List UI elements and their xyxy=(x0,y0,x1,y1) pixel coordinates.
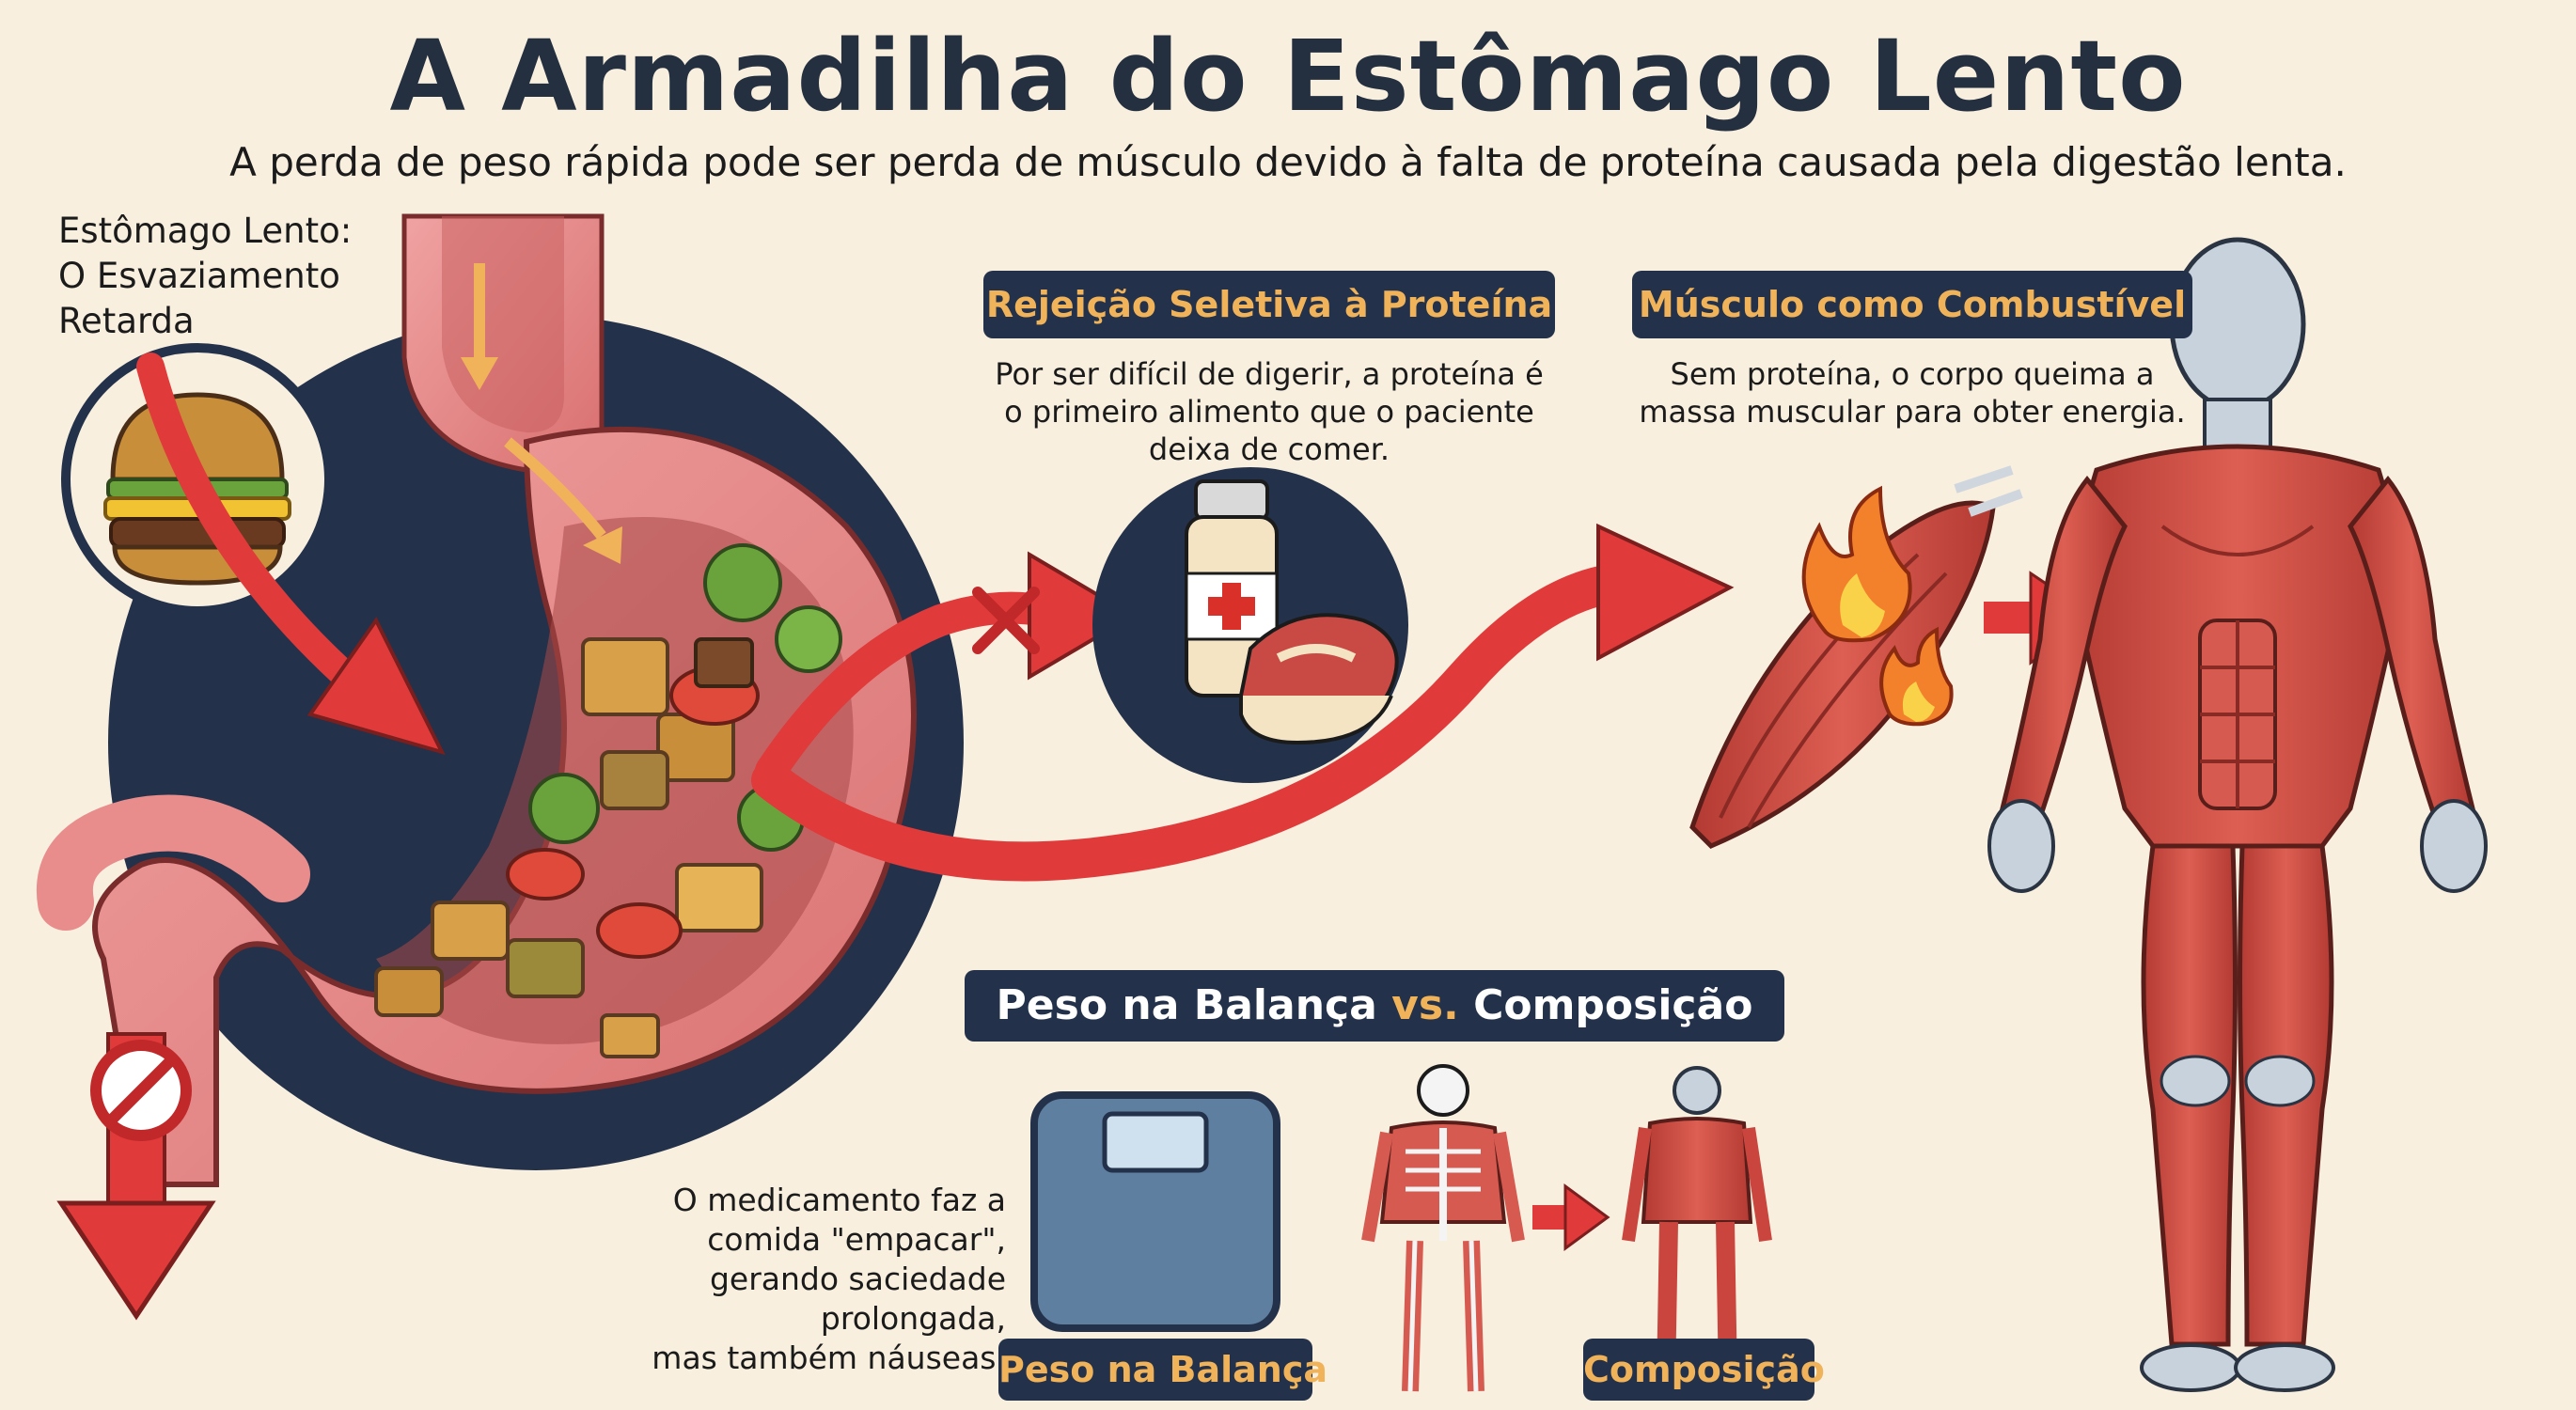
protein-heading: Rejeição Seletiva à Proteína xyxy=(983,271,1555,338)
skeleton-icon xyxy=(1361,1064,1525,1392)
stomach-label: Estômago Lento: O Esvaziamento Retarda xyxy=(58,209,378,344)
protein-description-line-3: deixa de comer. xyxy=(1148,431,1390,467)
protein-description: Por ser difícil de digerir, a proteína é… xyxy=(968,355,1570,468)
duodenum-tube xyxy=(36,794,310,931)
muscle-description-line-1: Sem proteína, o corpo queima a xyxy=(1670,356,2155,392)
stomach-label-line-3: Retarda xyxy=(58,301,195,341)
protein-description-line-2: o primeiro alimento que o paciente xyxy=(1004,394,1534,430)
comparison-heading-left: Peso na Balança xyxy=(996,981,1377,1029)
food-intake-arrow xyxy=(136,352,371,700)
cross-mark-icon xyxy=(972,587,1040,654)
muscle-description: Sem proteína, o corpo queima a massa mus… xyxy=(1613,355,2211,431)
composition-figure-icon xyxy=(1622,1066,1772,1383)
page-title: A Armadilha do Estômago Lento xyxy=(389,19,2187,133)
scale-icon xyxy=(1030,1091,1280,1332)
rejection-arrow xyxy=(755,591,1060,787)
muscle-bundle-icon xyxy=(1689,465,2023,849)
food-chunks xyxy=(374,543,842,1058)
medication-note-line-2: comida "empacar", xyxy=(707,1221,1006,1258)
muscle-description-line-2: massa muscular para obter energia. xyxy=(1639,394,2186,430)
fire-icon-small xyxy=(1879,626,1954,727)
page-subtitle: A perda de peso rápida pode ser perda de… xyxy=(229,139,2347,185)
comparison-heading: Peso na Balança vs. Composição xyxy=(965,970,1784,1042)
steak-icon xyxy=(1238,613,1399,745)
comparison-heading-vs: vs. xyxy=(1391,981,1459,1029)
no-entry-icon xyxy=(90,1040,192,1141)
muscle-body-figure xyxy=(1987,237,2488,1392)
composition-label: Composição xyxy=(1583,1339,1825,1401)
protein-description-line-1: Por ser difícil de digerir, a proteína é xyxy=(995,356,1544,392)
stomach-label-line-1: Estômago Lento: xyxy=(58,211,353,251)
composition-arrow-shaft xyxy=(1532,1205,1570,1230)
medication-note-line-3: gerando saciedade prolongada, xyxy=(709,1261,1006,1337)
medication-note: O medicamento faz a comida "empacar", ge… xyxy=(526,1181,1006,1378)
stomach-label-line-2: O Esvaziamento xyxy=(58,256,340,296)
exit-arrow-head xyxy=(56,1200,216,1321)
medication-note-line-1: O medicamento faz a xyxy=(672,1182,1006,1218)
energy-burn-arrow xyxy=(751,563,1637,882)
scale-label: Peso na Balança xyxy=(998,1339,1327,1401)
fire-icon xyxy=(1801,485,1912,643)
comparison-heading-right: Composição xyxy=(1473,981,1753,1029)
food-flow-arrow-2 xyxy=(504,437,606,540)
esophagus-inner xyxy=(442,216,564,433)
medication-note-line-4: mas também náuseas. xyxy=(652,1340,1006,1376)
muscle-heading: Músculo como Combustível xyxy=(1632,271,2192,338)
